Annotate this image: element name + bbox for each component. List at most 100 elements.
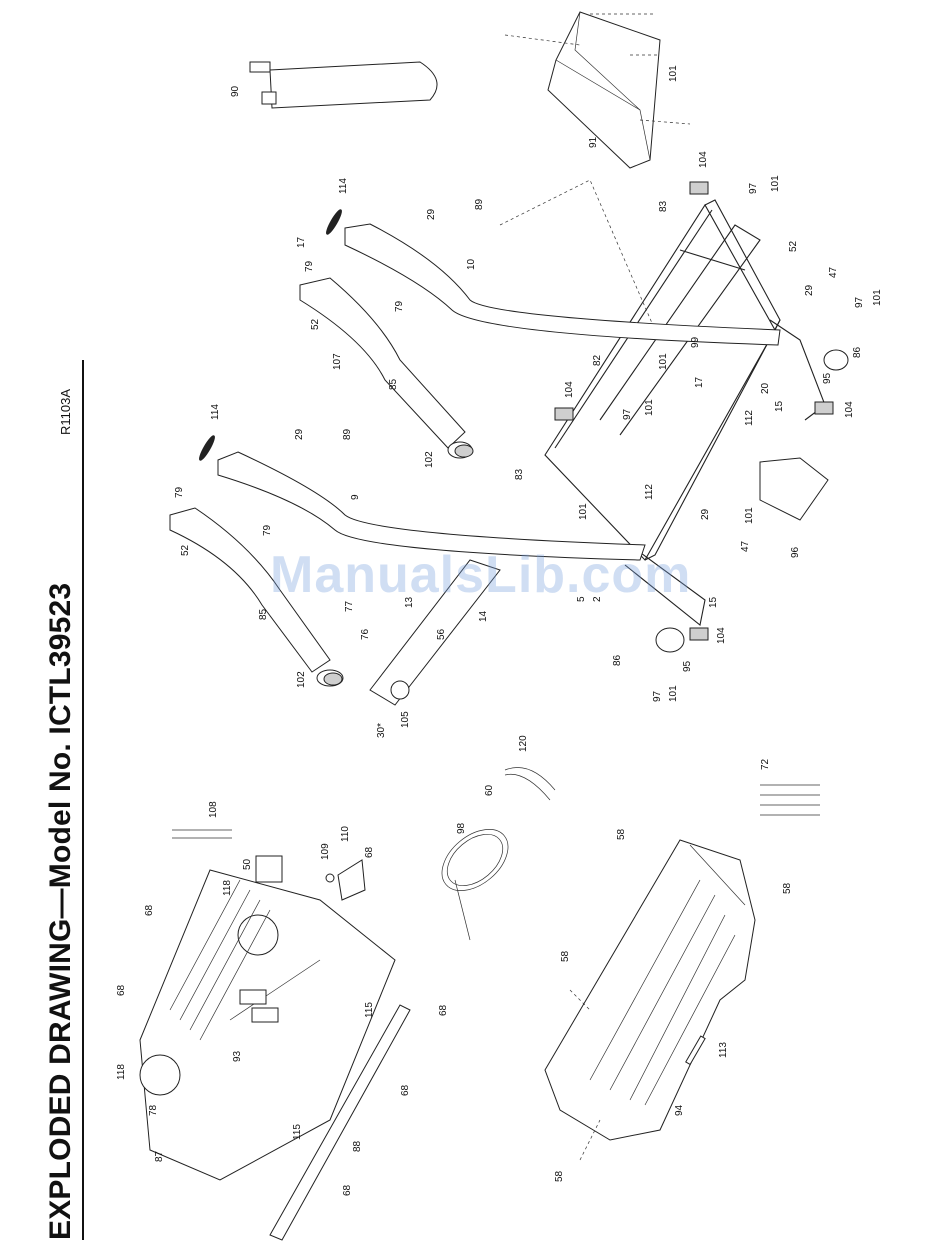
callout-115: 115 bbox=[292, 1124, 303, 1140]
callout-101: 101 bbox=[770, 175, 781, 192]
callout-97: 97 bbox=[652, 690, 663, 702]
callout-107: 107 bbox=[332, 353, 343, 370]
callout-68: 68 bbox=[364, 846, 375, 858]
callout-114: 114 bbox=[338, 178, 349, 194]
callout-86: 86 bbox=[612, 654, 623, 666]
callout-68: 68 bbox=[116, 984, 127, 996]
title-rule bbox=[82, 360, 84, 1240]
part-9-upright bbox=[217, 451, 646, 561]
callout-76: 76 bbox=[360, 628, 371, 640]
callout-102: 102 bbox=[296, 671, 307, 688]
part-30-tray bbox=[369, 559, 501, 706]
callout-85: 85 bbox=[258, 608, 269, 620]
callout-14: 14 bbox=[478, 610, 489, 622]
callout-78: 78 bbox=[148, 1104, 159, 1116]
callout-97: 97 bbox=[748, 182, 759, 194]
callout-101: 101 bbox=[578, 503, 589, 520]
title-block: EXPLODED DRAWING—Model No. ICTL39523 bbox=[30, 360, 90, 1240]
callout-97: 97 bbox=[854, 296, 865, 308]
callout-94: 94 bbox=[674, 1104, 685, 1116]
callout-68: 68 bbox=[400, 1084, 411, 1096]
callout-101: 101 bbox=[872, 289, 883, 306]
callout-56: 56 bbox=[436, 628, 447, 640]
part-88-rail bbox=[269, 1004, 411, 1241]
callout-52: 52 bbox=[788, 240, 799, 252]
part-94-motor-hood bbox=[544, 839, 756, 1161]
part-93-console bbox=[139, 869, 396, 1181]
callout-104: 104 bbox=[698, 151, 709, 168]
callout-58: 58 bbox=[616, 828, 627, 840]
callout-68: 68 bbox=[438, 1004, 449, 1016]
callout-58: 58 bbox=[782, 882, 793, 894]
callout-58: 58 bbox=[560, 950, 571, 962]
callout-95: 95 bbox=[682, 660, 693, 672]
watermark: ManualsLib.com bbox=[270, 546, 692, 604]
callout-47: 47 bbox=[740, 540, 751, 552]
callout-115: 115 bbox=[364, 1002, 375, 1018]
callout-85: 85 bbox=[388, 378, 399, 390]
callout-77: 77 bbox=[344, 600, 355, 612]
callout-10: 10 bbox=[466, 258, 477, 270]
callout-93: 93 bbox=[232, 1050, 243, 1062]
callout-29: 29 bbox=[294, 428, 305, 440]
callout-105: 105 bbox=[400, 711, 411, 728]
callout-68: 68 bbox=[144, 904, 155, 916]
callout-101: 101 bbox=[744, 507, 755, 524]
callout-72: 72 bbox=[760, 758, 771, 770]
callout-88: 88 bbox=[352, 1140, 363, 1152]
part-95-wheels bbox=[554, 181, 849, 653]
callout-104: 104 bbox=[844, 401, 855, 418]
cables bbox=[172, 767, 820, 941]
callout-15: 15 bbox=[708, 596, 719, 608]
callout-9: 9 bbox=[350, 494, 361, 500]
callout-112: 112 bbox=[644, 484, 655, 500]
callout-5: 5 bbox=[576, 596, 587, 602]
callout-29: 29 bbox=[700, 508, 711, 520]
callout-20: 20 bbox=[760, 382, 771, 394]
callout-102: 102 bbox=[424, 451, 435, 468]
callout-95: 95 bbox=[822, 372, 833, 384]
callout-91: 91 bbox=[588, 136, 599, 148]
callout-104: 104 bbox=[564, 381, 575, 398]
callout-118: 118 bbox=[116, 1064, 127, 1080]
part-91-hood bbox=[504, 11, 691, 169]
callout-52: 52 bbox=[180, 544, 191, 556]
callout-101: 101 bbox=[668, 685, 679, 702]
part-10-upright bbox=[344, 223, 781, 346]
callout-60: 60 bbox=[484, 784, 495, 796]
callout-113: 113 bbox=[718, 1042, 729, 1058]
callout-17: 17 bbox=[694, 376, 705, 388]
callout-118: 118 bbox=[222, 880, 233, 896]
callout-101: 101 bbox=[658, 353, 669, 370]
callout-99: 99 bbox=[690, 336, 701, 348]
callout-83: 83 bbox=[658, 200, 669, 212]
callout-17: 17 bbox=[296, 236, 307, 248]
page-title: EXPLODED DRAWING—Model No. ICTL39523 bbox=[44, 582, 77, 1240]
callout-labels: 90 91 101 104 97 101 83 114 89 29 17 10 … bbox=[116, 65, 883, 1196]
callout-114: 114 bbox=[210, 404, 221, 420]
callout-83: 83 bbox=[514, 468, 525, 480]
callout-79: 79 bbox=[304, 260, 315, 272]
callout-90: 90 bbox=[230, 85, 241, 97]
part-96-bracket bbox=[759, 457, 829, 521]
callout-97: 97 bbox=[622, 408, 633, 420]
callout-13: 13 bbox=[404, 596, 415, 608]
document-code: R1103A bbox=[58, 388, 73, 435]
callout-98: 98 bbox=[456, 822, 467, 834]
callout-109: 109 bbox=[320, 843, 331, 860]
callout-112: 112 bbox=[744, 410, 755, 426]
callout-89: 89 bbox=[342, 428, 353, 440]
callout-101: 101 bbox=[644, 399, 655, 416]
small-parts bbox=[255, 855, 706, 1066]
callout-110: 110 bbox=[340, 826, 351, 842]
callout-82: 82 bbox=[592, 354, 603, 366]
callout-79: 79 bbox=[394, 300, 405, 312]
callout-58: 58 bbox=[554, 1170, 565, 1182]
callout-47: 47 bbox=[828, 266, 839, 278]
callout-104: 104 bbox=[716, 627, 727, 644]
callout-87: 87 bbox=[154, 1150, 165, 1162]
callout-68: 68 bbox=[342, 1184, 353, 1196]
callout-86: 86 bbox=[852, 346, 863, 358]
callout-52: 52 bbox=[310, 318, 321, 330]
